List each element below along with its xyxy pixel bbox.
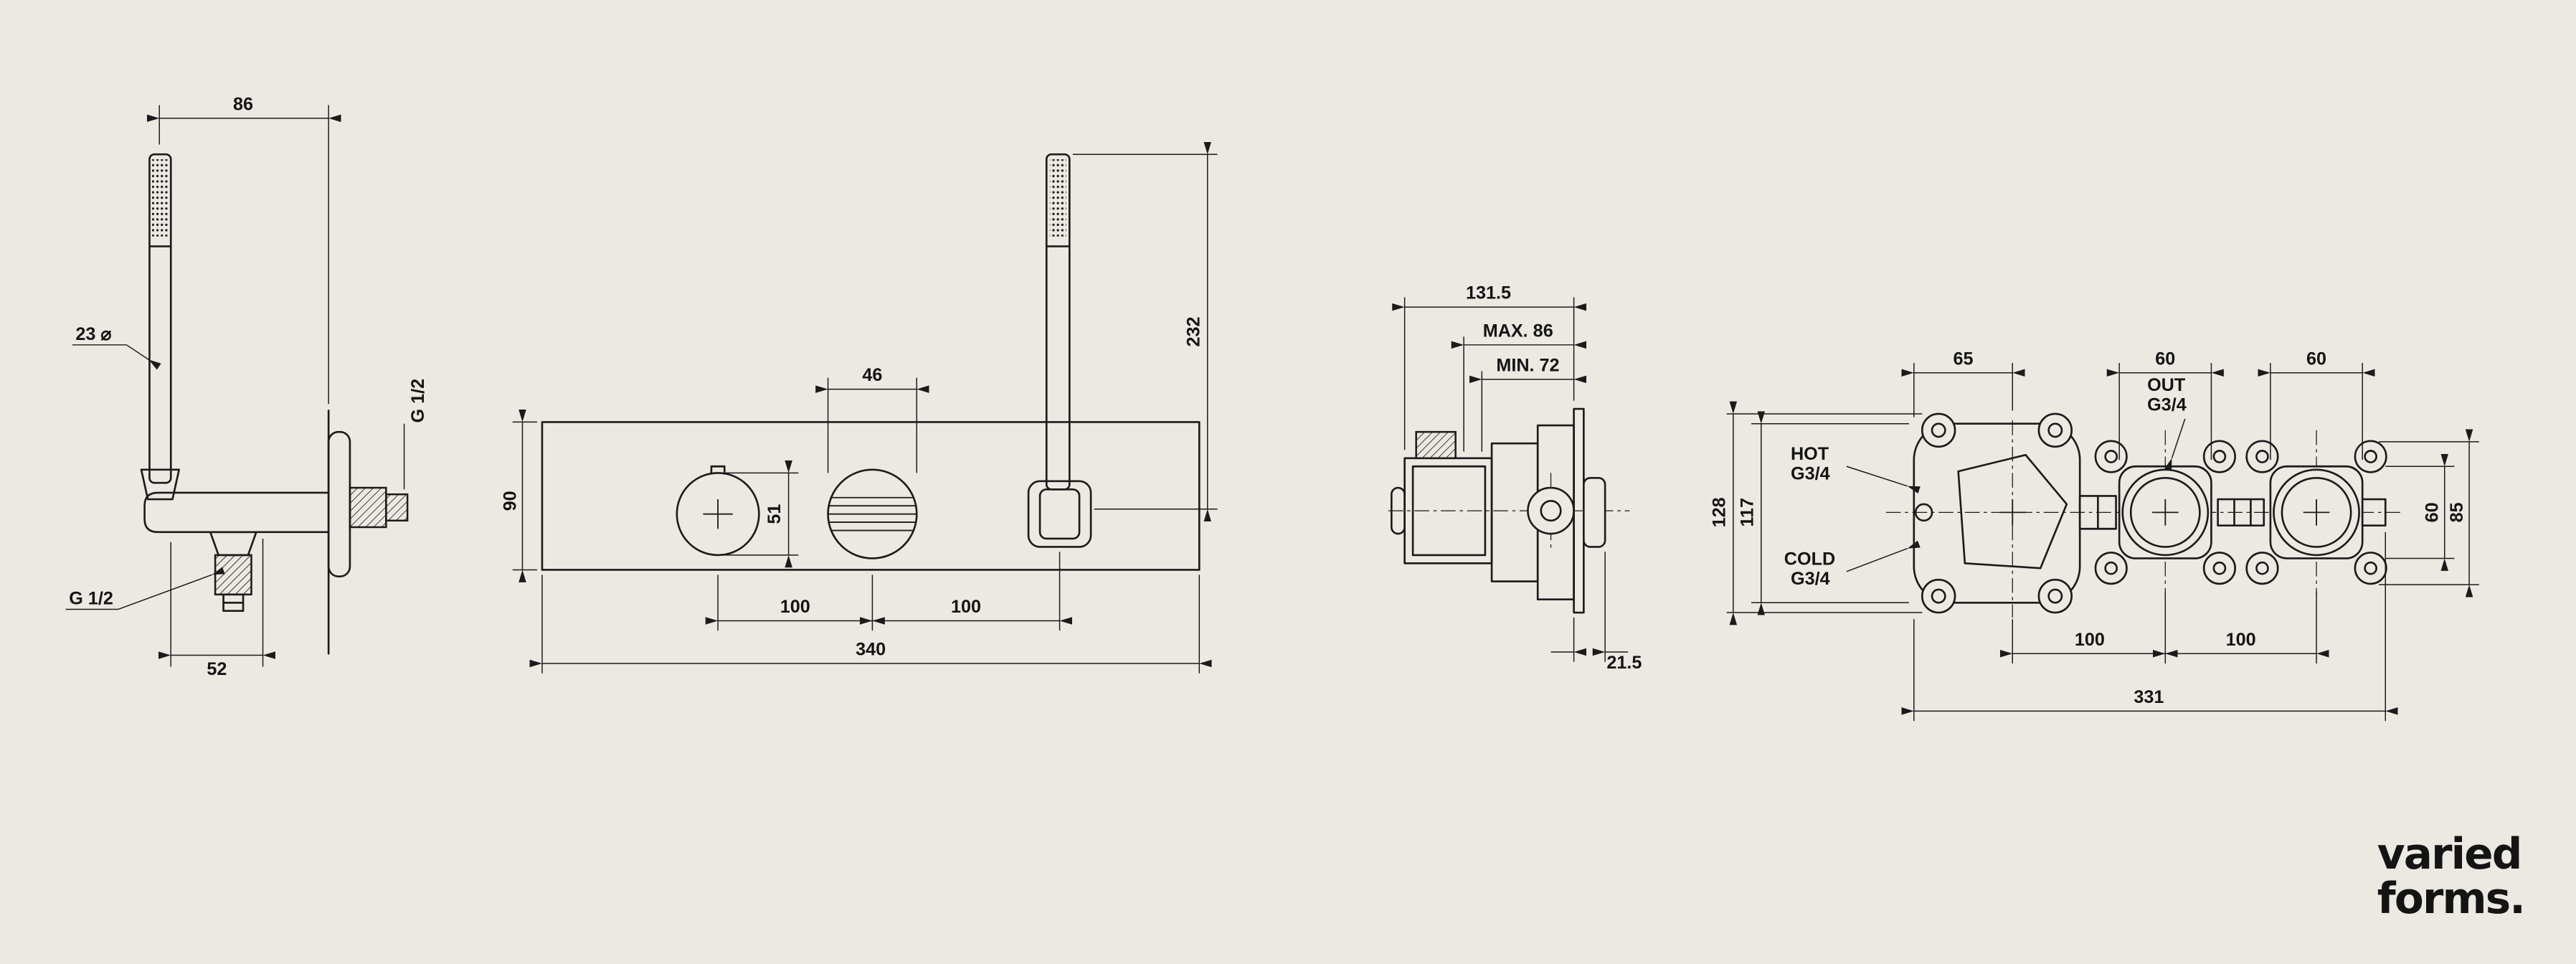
dimension-lines-section-view <box>1392 297 1629 662</box>
valve-connector-left <box>2078 495 2117 530</box>
dimension-lines-side-view <box>65 105 405 667</box>
dim-label-offset-bottom: 52 <box>207 659 227 679</box>
dim-label-total-depth: 131.5 <box>1466 283 1511 303</box>
label-thread-wall: G 1/2 <box>408 379 428 423</box>
dim-label-width-top: 86 <box>233 94 253 114</box>
trim-plate <box>541 421 1201 571</box>
dim-label-min-depth: MIN. 72 <box>1496 355 1559 375</box>
dim-label-height-outer: 128 <box>1709 497 1729 527</box>
handshower-wand <box>140 153 181 501</box>
dim-label-height-body: 117 <box>1737 498 1757 527</box>
dim-label-valve2-width: 60 <box>2155 349 2175 369</box>
label-out-thread: G3/4 <box>2147 394 2187 415</box>
dim-label-valve-spacing-left: 100 <box>2075 630 2105 650</box>
dim-label-valve-spacing-right: 100 <box>2226 630 2256 650</box>
label-hot-port: HOT <box>1791 444 1829 464</box>
handshower-front <box>1027 153 1092 548</box>
dim-label-knob-width: 46 <box>862 365 882 385</box>
label-hot-thread: G3/4 <box>1791 464 1830 484</box>
diverter-knob <box>676 465 760 557</box>
dim-label-max-depth: MAX. 86 <box>1483 321 1553 341</box>
dim-label-knob-diameter: 51 <box>764 504 785 524</box>
brand-logo-line1: varied <box>2377 830 2521 879</box>
dimension-lines-valve-view <box>1726 363 2479 722</box>
dim-label-plate-width: 340 <box>856 640 886 660</box>
temperature-knob <box>827 468 918 559</box>
dim-label-left-offset: 65 <box>1954 349 1974 369</box>
wall-bracket <box>143 410 409 655</box>
section-body <box>1388 407 1630 614</box>
trim-front-view: 90 46 51 232 100 100 340 <box>500 141 1218 674</box>
dimension-lines-trim-view <box>512 141 1218 674</box>
valve-connector-right <box>2217 498 2265 526</box>
dim-label-right-outer: 85 <box>2447 502 2467 522</box>
rough-in-section-view: 131.5 MAX. 86 MIN. 72 21.5 <box>1388 283 1642 673</box>
dim-label-valve3-width: 60 <box>2306 349 2326 369</box>
dim-label-handshower-height: 232 <box>1183 316 1203 346</box>
brand-logo: varied forms. <box>2377 830 2526 924</box>
dim-label-total-width: 331 <box>2134 687 2164 707</box>
dim-label-diameter: 23 ⌀ <box>75 324 111 344</box>
label-thread-outlet: G 1/2 <box>69 589 113 609</box>
label-cold-port: COLD <box>1784 549 1835 570</box>
label-cold-thread: G3/4 <box>1791 569 1830 589</box>
label-out-port: OUT <box>2147 375 2186 395</box>
dim-label-spacing-right: 100 <box>951 597 981 617</box>
dim-label-trim-protrusion: 21.5 <box>1606 653 1642 673</box>
dim-label-plate-height: 90 <box>500 491 520 511</box>
handshower-side-view: 86 23 ⌀ G 1/2 G 1/2 52 <box>65 94 428 679</box>
dim-label-right-body: 60 <box>2423 502 2443 522</box>
brand-logo-line2: forms. <box>2377 874 2524 924</box>
thermostatic-valve-body <box>1913 412 2081 614</box>
valve-body-front-view: 65 60 60 OUT G3/4 HOT G3/4 COLD G3/4 128… <box>1709 349 2479 722</box>
dim-label-spacing-left: 100 <box>780 597 810 617</box>
